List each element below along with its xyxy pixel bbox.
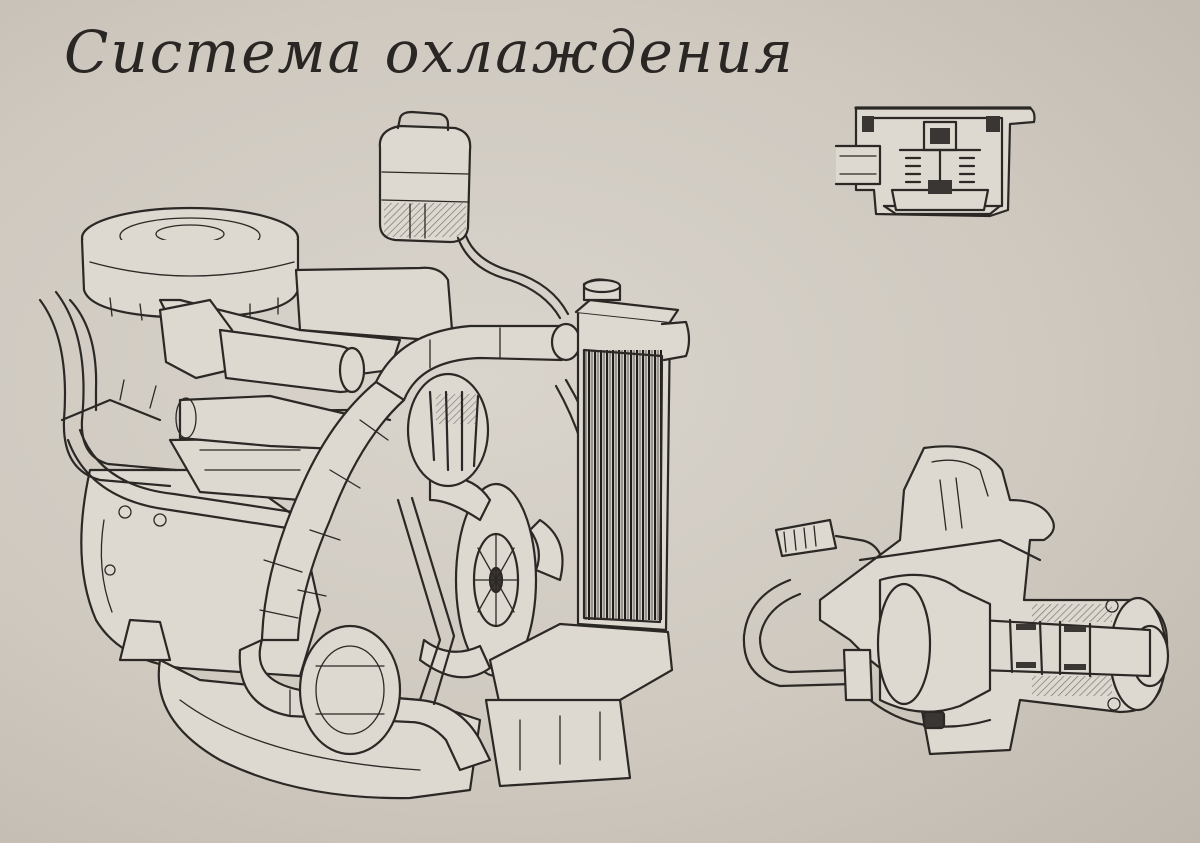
water-pump-cross-section (742, 445, 1170, 756)
bypass-pipe (66, 428, 308, 532)
expansion-tank (378, 110, 570, 320)
radiator-filler-cap (582, 278, 622, 302)
air-filter (80, 206, 300, 321)
cooling-fan (418, 476, 564, 679)
radiator (484, 298, 691, 788)
thermostat-housing (158, 298, 374, 452)
upper-radiator-hose (259, 322, 582, 642)
drive-belt (298, 372, 490, 756)
page-title: Система охлаждения (64, 18, 795, 86)
engine-cooling-system-drawing (38, 110, 691, 800)
heater-pipes (38, 290, 178, 488)
radiator-cap-cross-section (834, 106, 1036, 218)
